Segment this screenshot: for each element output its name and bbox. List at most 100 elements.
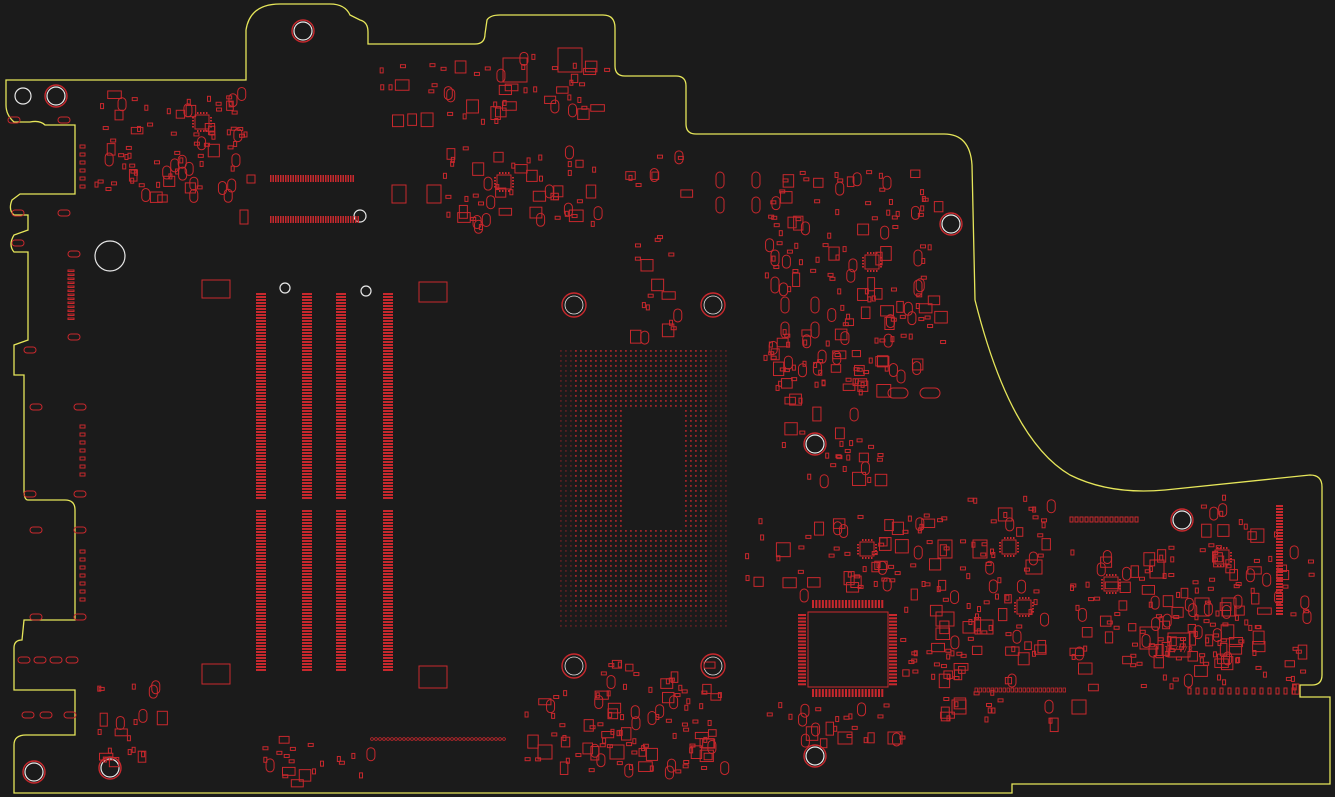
bga-ball <box>665 405 667 407</box>
bga-ball <box>650 555 652 557</box>
smd-pad <box>776 555 781 562</box>
capacitor-pad <box>115 715 125 730</box>
bga-ball <box>655 590 657 592</box>
smd-pad <box>567 161 572 168</box>
dimm-pad <box>302 401 312 403</box>
smd-component <box>128 169 138 182</box>
bga-ball <box>580 505 582 507</box>
capacitor-pad <box>594 695 604 710</box>
bga-ball <box>680 535 682 537</box>
bga-ball <box>560 375 562 377</box>
smd-component <box>1162 595 1174 608</box>
connector-pin <box>79 565 86 570</box>
bga-ball <box>605 410 607 412</box>
qfp-lead <box>798 666 806 669</box>
bga-ball <box>600 445 602 447</box>
bga-ball <box>670 580 672 582</box>
large-component <box>972 539 988 559</box>
bga-ball <box>620 530 622 532</box>
smd-pad <box>571 214 578 219</box>
ic-lead <box>494 180 496 182</box>
bga-ball <box>625 585 627 587</box>
dimm-pad <box>336 395 346 397</box>
bga-ball <box>575 350 577 352</box>
bga-ball <box>680 590 682 592</box>
bga-ball <box>720 605 722 607</box>
bga-ball <box>695 625 697 627</box>
bga-ball <box>695 615 697 617</box>
dimm-pad <box>383 549 393 551</box>
dimm-pad <box>302 443 312 445</box>
bga-ball <box>685 420 687 422</box>
bga-ball <box>685 390 687 392</box>
smd-pad <box>1037 533 1044 538</box>
bga-ball <box>600 600 602 602</box>
via <box>438 737 442 741</box>
oval-pad <box>810 296 820 314</box>
dimm-pad <box>383 657 393 659</box>
bga-ball <box>590 625 592 627</box>
bga-ball <box>700 625 702 627</box>
smd-pad <box>701 765 708 770</box>
dimm-pad <box>383 302 393 304</box>
qfp-lead <box>878 600 880 608</box>
smd-pad <box>863 370 870 375</box>
bga-ball <box>605 495 607 497</box>
connector-pin <box>1034 687 1038 693</box>
bga-ball <box>695 390 697 392</box>
dimm-pad <box>336 491 346 493</box>
bga-ball <box>575 505 577 507</box>
dimm-pad <box>256 609 266 611</box>
connector-pin <box>1058 687 1062 693</box>
edge-pad <box>11 209 25 217</box>
dimm-pad <box>302 633 312 635</box>
dimm-pad <box>302 494 312 496</box>
smd-pad <box>868 444 875 449</box>
bga-ball <box>700 575 702 577</box>
smd-pad <box>211 133 216 140</box>
smd-pad <box>509 189 514 196</box>
bga-ball <box>610 540 612 542</box>
smd-component <box>1099 615 1112 627</box>
qfp-lead <box>848 600 851 608</box>
dimm-pad <box>383 567 393 569</box>
bga-ball <box>565 355 567 357</box>
dimm-pad <box>302 392 312 394</box>
bga-ball <box>605 415 607 417</box>
bga-ball <box>690 560 692 562</box>
smd-pad <box>683 760 690 765</box>
smd-component <box>1276 570 1290 581</box>
smd-component <box>891 521 904 536</box>
bga-ball <box>715 555 717 557</box>
smd-pad <box>231 110 238 115</box>
connector-pin <box>295 175 297 182</box>
bga-ball <box>595 555 597 557</box>
dimm-pad <box>336 639 346 641</box>
bga-ball <box>580 385 582 387</box>
ic-lead <box>1004 555 1006 557</box>
capacitor-pad <box>217 181 227 196</box>
dimm-pad <box>302 606 312 608</box>
dimm-pad <box>383 488 393 490</box>
bga-ball <box>590 530 592 532</box>
bga-ball <box>615 365 617 367</box>
bga-ball <box>725 620 727 622</box>
smd-component <box>466 99 479 114</box>
bga-ball <box>590 450 592 452</box>
bga-ball <box>570 490 572 492</box>
dimm-pad <box>336 666 346 668</box>
dimm-pad <box>302 516 312 518</box>
dimm-pad <box>383 308 393 310</box>
bga-ball <box>585 400 587 402</box>
bga-ball <box>645 545 647 547</box>
bga-ball <box>720 370 722 372</box>
dimm-pad <box>383 311 393 313</box>
bga-ball <box>600 535 602 537</box>
dimm-pad <box>383 314 393 316</box>
bga-ball <box>700 535 702 537</box>
qfp-lead <box>798 620 806 623</box>
qfp-body <box>807 611 889 688</box>
bga-ball <box>620 565 622 567</box>
bga-ball <box>615 515 617 517</box>
